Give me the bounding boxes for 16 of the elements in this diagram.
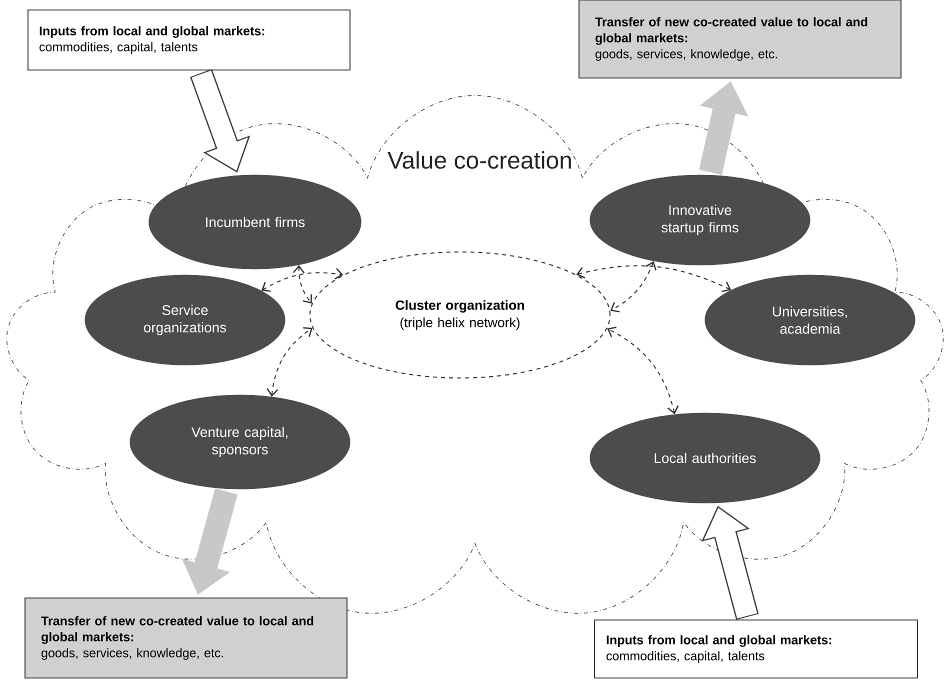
dashed-arrow <box>576 265 732 292</box>
text-box: Transfer of new co-created value to local and global markets: goods, services, knowledge, etc. <box>578 0 902 79</box>
ellipse-node: Service organizations <box>84 274 286 366</box>
ellipse-node: Innovative startup firms <box>590 174 810 266</box>
dashed-arrow <box>261 268 344 292</box>
text-box: Transfer of new co-created value to local and global markets: goods, services, knowledge, etc. <box>24 597 348 679</box>
text-box: Inputs from local and global markets: commodities, capital, talents <box>27 9 351 71</box>
dashed-arrow <box>266 327 313 397</box>
dashed-arrow <box>607 326 679 414</box>
dashed-arrow <box>610 261 657 312</box>
ellipse-node: Universities, academia <box>704 274 916 366</box>
text-box: Inputs from local and global markets: commodities, capital, talents <box>594 619 918 679</box>
ellipse-node: Venture capital, sponsors <box>130 394 350 490</box>
ellipse-node: Local authorities <box>590 412 820 504</box>
dashed-arrow <box>292 265 312 304</box>
ellipse-node: Incumbent firms <box>148 174 362 270</box>
